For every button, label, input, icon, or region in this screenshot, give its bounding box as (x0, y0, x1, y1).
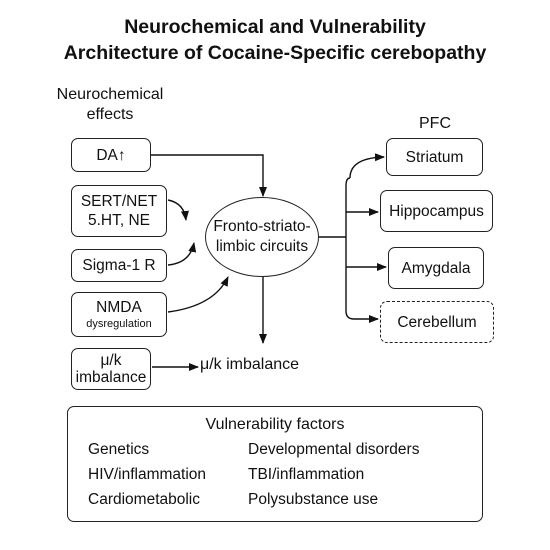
box-sigma-label: Sigma-1 R (82, 257, 156, 274)
oval-line-1: Fronto-striato- (213, 218, 311, 235)
right-trunk-vertical (345, 177, 355, 320)
box-sigma-1r: Sigma-1 R (71, 249, 167, 282)
vulnerability-factors-panel: Vulnerability factors Genetics HIV/infla… (67, 406, 483, 522)
arrow-nmda-to-circuits (167, 276, 229, 313)
box-nmda: NMDA dysregulation (71, 292, 167, 337)
arrow-sert-to-circuits (167, 199, 189, 221)
oval-line-2: limbic circuits (215, 238, 309, 255)
vulnerability-hiv-inflammation: HIV/inflammation (88, 466, 207, 483)
box-nmda-line-2: dysregulation (86, 318, 152, 330)
vulnerability-cardiometabolic: Cardiometabolic (88, 491, 200, 508)
box-hippocampus-label: Hippocampus (389, 202, 484, 220)
box-hippocampus: Hippocampus (380, 190, 493, 232)
box-mu-kappa: μ/k imbalance (71, 348, 151, 390)
vulnerability-title: Vulnerability factors (205, 416, 345, 433)
vulnerability-genetics: Genetics (88, 441, 150, 458)
diagram-title: Neurochemical and Vulnerability Architec… (0, 14, 550, 66)
neurochemical-header-line-2: effects (86, 106, 134, 123)
box-sert-line-1: SERT/NET (80, 193, 158, 210)
title-line-1: Neurochemical and Vulnerability (124, 16, 426, 38)
pfc-label: PFC (419, 115, 451, 132)
box-amygdala-label: Amygdala (401, 259, 471, 277)
mu-kappa-imbalance-text: μ/k imbalance (200, 356, 300, 373)
box-dopamine-label: DA↑ (96, 146, 126, 164)
vulnerability-developmental-disorders: Developmental disorders (248, 441, 420, 458)
arrow-da-to-circuits (151, 154, 267, 197)
box-mu-line-2: imbalance (75, 369, 147, 386)
box-cerebellum: Cerebellum (380, 301, 494, 343)
fronto-striato-limbic-oval: Fronto-striato- limbic circuits (205, 197, 319, 277)
box-amygdala: Amygdala (388, 247, 484, 289)
neurochemical-header-line-1: Neurochemical (56, 86, 164, 103)
title-line-2: Architecture of Cocaine-Specific cerebop… (63, 42, 487, 64)
box-striatum-label: Striatum (405, 148, 464, 166)
vulnerability-tbi-inflammation: TBI/inflammation (248, 466, 365, 483)
arrow-sigma-to-circuits (167, 242, 197, 266)
box-sert-line-2: 5.HT, NE (87, 212, 150, 229)
arrow-to-striatum (349, 153, 385, 179)
vulnerability-polysubstance-use: Polysubstance use (248, 491, 379, 508)
box-nmda-line-1: NMDA (96, 299, 142, 316)
box-dopamine: DA↑ (71, 138, 151, 172)
box-sert-net: SERT/NET 5.HT, NE (71, 185, 167, 237)
neurochemical-effects-header: Neurochemical effects (30, 85, 190, 125)
box-striatum: Striatum (386, 138, 483, 176)
box-cerebellum-label: Cerebellum (397, 313, 477, 331)
box-mu-line-1: μ/k (100, 352, 122, 369)
